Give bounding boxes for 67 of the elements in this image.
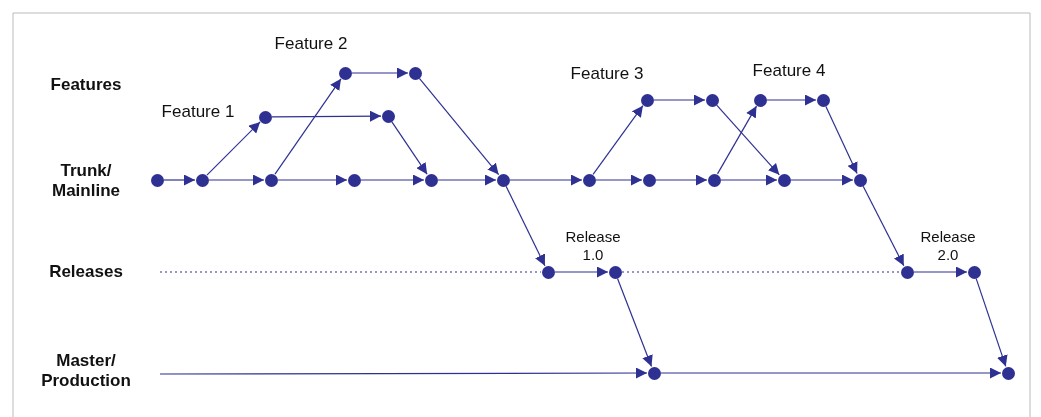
commit-dot — [608, 265, 622, 279]
branch-label: Feature 4 — [752, 60, 826, 82]
arrow — [163, 174, 196, 186]
commit-dot — [582, 173, 596, 187]
commit-dot — [1001, 366, 1015, 380]
arrow — [862, 185, 905, 267]
commit-dot — [853, 173, 867, 187]
arrow — [716, 104, 780, 176]
arrow — [206, 121, 261, 176]
commit-dot — [408, 66, 422, 80]
arrow — [271, 110, 382, 122]
arrow — [437, 174, 497, 186]
commit-dot — [640, 93, 654, 107]
commit-dot — [816, 93, 830, 107]
arrow — [592, 105, 644, 175]
commit-dot — [967, 265, 981, 279]
dotted-line — [159, 271, 542, 273]
arrow — [790, 174, 854, 186]
commit-dot — [150, 173, 164, 187]
arrow — [616, 277, 653, 368]
arrow — [766, 94, 817, 106]
arrow — [418, 77, 500, 176]
lane-label: Releases — [49, 261, 123, 283]
commit-dot — [642, 173, 656, 187]
commit-dot — [195, 173, 209, 187]
lane-label: Master/ Production — [40, 350, 132, 392]
arrow — [716, 105, 758, 175]
lane-label: Features — [50, 74, 122, 96]
commit-dot — [338, 66, 352, 80]
lane-label: Trunk/ Mainline — [51, 160, 121, 202]
commit-dot — [541, 265, 555, 279]
branch-label: Feature 1 — [161, 101, 235, 123]
arrow — [913, 266, 968, 278]
arrow — [554, 266, 609, 278]
arrow — [653, 94, 706, 106]
commit-dot — [707, 173, 721, 187]
branch-label: Release 2.0 — [919, 228, 977, 264]
commit-dot — [381, 109, 395, 123]
dotted-line — [621, 271, 901, 273]
arrow — [595, 174, 643, 186]
arrow — [274, 78, 342, 175]
commit-dot — [705, 93, 719, 107]
branch-label: Feature 2 — [274, 33, 348, 55]
branch-label: Feature 3 — [570, 63, 644, 85]
commit-dot — [496, 173, 510, 187]
commit-dot — [647, 366, 661, 380]
arrow — [159, 367, 648, 379]
arrow — [660, 367, 1002, 379]
arrow — [505, 185, 546, 267]
commit-dot — [264, 173, 278, 187]
arrow — [720, 174, 778, 186]
arrow — [825, 105, 858, 175]
branch-label: Release 1.0 — [564, 228, 622, 264]
arrow — [277, 174, 348, 186]
arrow — [975, 278, 1008, 367]
arrow — [351, 67, 409, 79]
arrow — [655, 174, 708, 186]
commit-dot — [777, 173, 791, 187]
commit-dot — [900, 265, 914, 279]
arrow — [391, 121, 428, 175]
arrow — [509, 174, 583, 186]
commit-dot — [424, 173, 438, 187]
commit-dot — [753, 93, 767, 107]
commit-dot — [258, 110, 272, 124]
commit-dot — [347, 173, 361, 187]
arrow — [360, 174, 425, 186]
arrow — [208, 174, 265, 186]
